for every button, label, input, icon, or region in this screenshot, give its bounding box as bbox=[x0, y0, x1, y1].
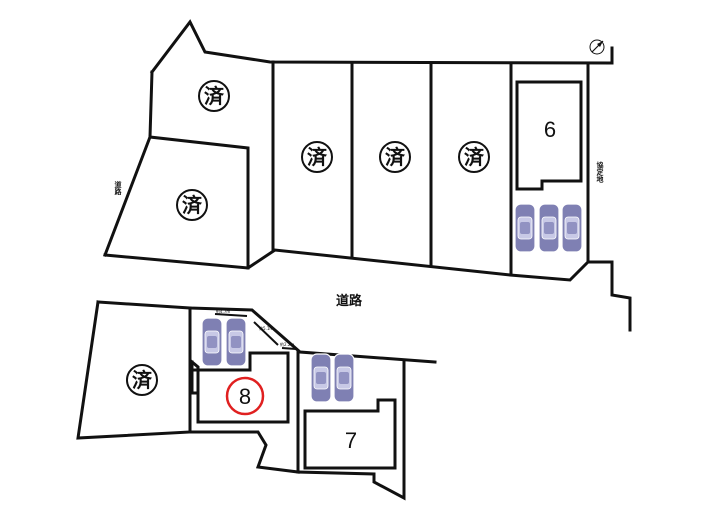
dimension-marks: 約4.7m 約5.1m 約2.2m bbox=[214, 308, 297, 350]
lot6-house-outline bbox=[515, 80, 583, 191]
lot7-boundary bbox=[296, 360, 406, 501]
dim-label-1: 約4.7m bbox=[216, 308, 230, 314]
lot7-house-outline bbox=[303, 398, 397, 470]
svg-text:済: 済 bbox=[204, 84, 225, 108]
north-arrow-icon bbox=[589, 39, 605, 55]
sold-badge: 済 bbox=[176, 189, 208, 221]
sold-badge: 済 bbox=[379, 141, 411, 173]
dim-label-2: 約5.1m bbox=[259, 325, 273, 331]
dim-label-3: 約2.2m bbox=[280, 341, 294, 347]
car-icon bbox=[538, 203, 560, 253]
car-icon bbox=[333, 353, 355, 403]
lot8-highlight-circle bbox=[225, 376, 265, 416]
upper-block-lines bbox=[103, 19, 632, 332]
lot7-number: 7 bbox=[345, 428, 357, 453]
sold-badge: 済 bbox=[301, 141, 333, 173]
svg-text:済: 済 bbox=[385, 145, 406, 169]
sold-badge: 済 bbox=[126, 364, 158, 396]
svg-text:済: 済 bbox=[182, 193, 203, 217]
upper-west-boundary bbox=[103, 70, 154, 257]
car-icon bbox=[561, 203, 583, 253]
svg-text:済: 済 bbox=[307, 145, 328, 169]
upper-north-boundary bbox=[149, 19, 614, 75]
dim-line-2 bbox=[253, 321, 279, 346]
left-road-label: 道路 bbox=[114, 180, 123, 196]
car-icon bbox=[225, 317, 247, 367]
parking-cars bbox=[201, 203, 583, 403]
dim-line-1 bbox=[214, 313, 248, 317]
main-road-label: 道路 bbox=[336, 293, 363, 309]
svg-text:済: 済 bbox=[464, 145, 485, 169]
dim-line-3 bbox=[281, 347, 297, 350]
lot8-badge: 8 bbox=[225, 376, 265, 416]
lot-boundary-top-left bbox=[148, 135, 250, 270]
lower-west-boundary bbox=[76, 300, 192, 440]
car-icon bbox=[310, 353, 332, 403]
lot8-number: 8 bbox=[239, 384, 251, 409]
lot8-house-notch bbox=[190, 360, 200, 395]
agreement-land-label: 協定地 bbox=[596, 161, 604, 184]
road-north-edge bbox=[103, 248, 632, 332]
sold-badge: 済 bbox=[458, 141, 490, 173]
sold-badge: 済 bbox=[198, 80, 230, 112]
lot6-number: 6 bbox=[544, 117, 556, 142]
lot8-boundary bbox=[188, 350, 300, 474]
svg-text:済: 済 bbox=[132, 368, 153, 392]
car-icon bbox=[201, 317, 223, 367]
car-icon bbox=[514, 203, 536, 253]
